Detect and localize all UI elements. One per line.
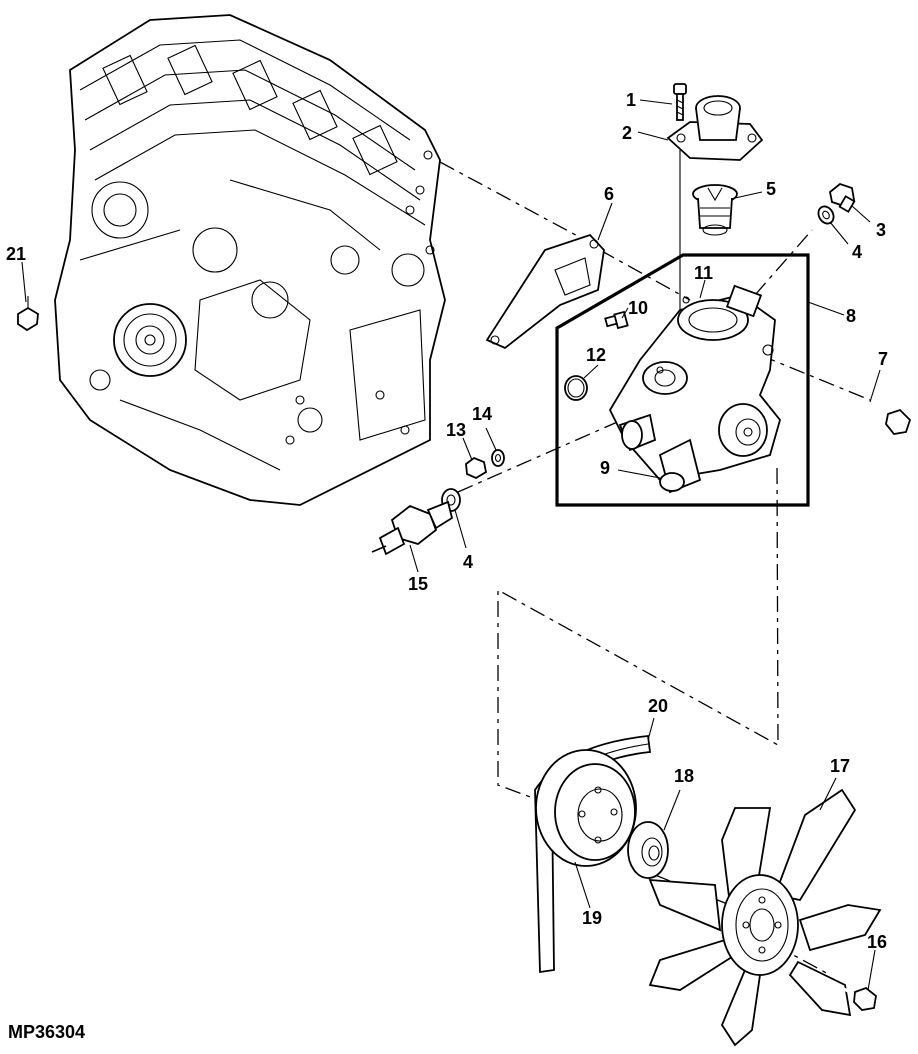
plug-21 (17, 296, 39, 332)
thermostat-5 (692, 184, 738, 236)
fan-17 (648, 788, 882, 1047)
washer-4-upper (817, 205, 835, 225)
leader-lines (21, 99, 881, 991)
callout-1: 1 (626, 90, 636, 110)
callout-17: 17 (830, 756, 850, 776)
o-ring-12 (564, 375, 588, 401)
water-pump-housing (608, 284, 781, 494)
spacer-18 (627, 821, 669, 879)
bolt-7 (854, 396, 912, 435)
callout-21: 21 (6, 244, 26, 264)
engine-block (54, 14, 446, 506)
callout-4-lower: 4 (463, 552, 473, 572)
temperature-sender-15 (371, 500, 454, 556)
figure-id: MP36304 (8, 1022, 85, 1042)
callout-7: 7 (878, 349, 888, 369)
water-pump-assembly-box (555, 253, 810, 507)
callout-8: 8 (846, 306, 856, 326)
fan-pulley-19 (535, 749, 637, 867)
bolt-16 (825, 978, 877, 1011)
callout-labels: 1 2 3 4 5 6 7 8 9 10 11 12 13 14 4 15 16… (6, 90, 888, 952)
callout-5: 5 (766, 179, 776, 199)
callout-19: 19 (582, 908, 602, 928)
callout-18: 18 (674, 766, 694, 786)
callout-3: 3 (876, 220, 886, 240)
callout-13: 13 (446, 420, 466, 440)
callout-14: 14 (472, 404, 492, 424)
callout-15: 15 (408, 574, 428, 594)
callout-6: 6 (604, 184, 614, 204)
bolt-1 (673, 83, 687, 121)
callout-16: 16 (867, 932, 887, 952)
callout-9: 9 (600, 458, 610, 478)
callout-2: 2 (622, 123, 632, 143)
callout-11: 11 (694, 263, 713, 283)
callout-12: 12 (586, 345, 606, 365)
nut-13 (465, 456, 488, 480)
bolt-10 (604, 310, 629, 330)
callout-20: 20 (648, 696, 668, 716)
thermostat-cover-2 (666, 95, 764, 161)
gasket-6 (485, 233, 605, 350)
callout-10: 10 (628, 298, 648, 318)
washer-14 (491, 449, 505, 467)
callout-4-upper: 4 (852, 242, 862, 262)
plug-3 (829, 182, 856, 213)
